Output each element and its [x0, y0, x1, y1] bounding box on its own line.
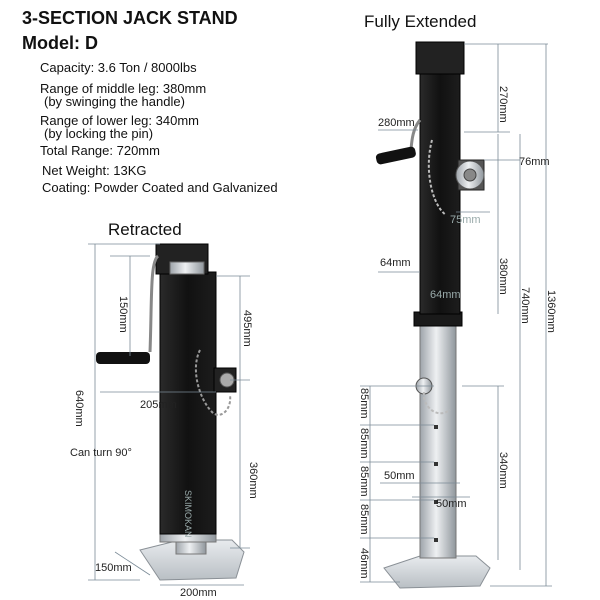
retracted-outer-tube	[159, 271, 217, 535]
heading-extended: Fully Extended	[364, 12, 477, 31]
extended-lower-chain	[422, 391, 451, 415]
dim-pin-diameter: 76mm	[519, 156, 550, 168]
dim-inner-tube-a: 50mm	[384, 470, 415, 482]
extended-foot-plate	[383, 555, 491, 589]
dim-tube-width-ghost: 64mm	[430, 289, 461, 301]
extended-outer-tube	[419, 71, 461, 315]
dim-lower-range: 340mm	[497, 452, 509, 489]
dim-top-section: 270mm	[497, 86, 509, 123]
dim-inner-tube-b: 50mm	[436, 498, 467, 510]
dim-handle-reach-extended: 280mm	[378, 117, 415, 129]
extended-tube-holes	[434, 425, 438, 542]
extended-crank-grip	[375, 146, 416, 165]
extended-dimension-lines	[360, 43, 552, 587]
extended-dimension-labels: 270mm 280mm 76mm 75mm 64mm 64mm 380mm 74…	[358, 86, 557, 579]
dim-hole-spacing-1: 85mm	[358, 388, 370, 419]
extended-top-cap	[415, 41, 465, 75]
dim-hole-spacing-2: 85mm	[358, 428, 370, 459]
dim-pin-offset: 75mm	[450, 214, 481, 226]
retracted-dimension-labels: 150mm 495mm 640mm 205mm Can turn 90° 360…	[70, 296, 259, 599]
spec-net-weight: Net Weight: 13KG	[42, 163, 147, 178]
spec-coating: Coating: Powder Coated and Galvanized	[42, 180, 278, 195]
dim-foot-width: 150mm	[95, 562, 132, 574]
retracted-crank-grip	[96, 352, 150, 364]
dim-middle-range: 380mm	[497, 258, 509, 295]
retracted-top-plate	[169, 261, 205, 275]
dim-lower-height-retracted: 360mm	[247, 462, 259, 499]
retracted-jack: SKIMOKAN	[96, 243, 245, 581]
model-label: Model: D	[22, 33, 98, 53]
spec-total-range: Total Range: 720mm	[40, 143, 160, 158]
extended-pin-chain	[427, 139, 447, 216]
spec-middle-leg: Range of middle leg: 380mm	[40, 81, 207, 96]
dim-range-740: 740mm	[519, 287, 531, 324]
dim-hole-spacing-4: 85mm	[358, 504, 370, 535]
dim-bottom-offset: 46mm	[358, 548, 370, 579]
product-title: 3-SECTION JACK STAND	[22, 8, 238, 28]
dim-total-height-retracted: 640mm	[73, 390, 85, 427]
extended-jack	[375, 41, 491, 589]
dim-upper-to-crank: 495mm	[241, 310, 253, 347]
dim-foot-length: 200mm	[180, 587, 217, 599]
dim-hole-spacing-3: 85mm	[358, 466, 370, 497]
spec-middle-leg-note: (by swinging the handle)	[44, 94, 185, 109]
retracted-brand-text: SKIMOKAN	[183, 490, 193, 538]
retracted-dimension-lines	[88, 243, 250, 586]
dim-total-1360: 1360mm	[545, 290, 557, 333]
retracted-crank-arm	[148, 254, 160, 353]
extended-lower-tube	[419, 325, 457, 559]
spec-capacity: Capacity: 3.6 Ton / 8000lbs	[40, 60, 197, 75]
spec-lower-leg-note: (by locking the pin)	[44, 126, 154, 141]
retracted-pin-chain	[195, 349, 232, 416]
spec-lower-leg: Range of lower leg: 340mm	[40, 113, 199, 128]
dim-handle-reach-retracted: 205mm	[140, 399, 177, 411]
dim-handle-height: 150mm	[117, 296, 129, 333]
can-turn-note: Can turn 90°	[70, 447, 132, 459]
heading-retracted: Retracted	[108, 220, 182, 239]
dim-tube-width: 64mm	[380, 257, 411, 269]
